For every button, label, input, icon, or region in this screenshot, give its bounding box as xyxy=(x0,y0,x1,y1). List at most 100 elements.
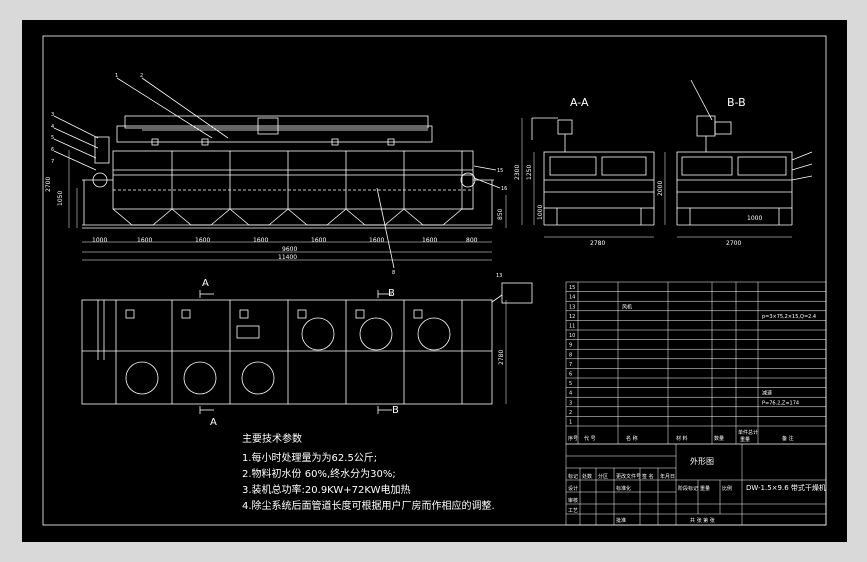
bb-width: 2700 xyxy=(726,240,741,247)
bom-cell-note: P=76.2,Z=174 xyxy=(762,400,799,406)
part-no-3: 3 xyxy=(51,112,54,118)
product-name: DW-1.5×9.6 带式干燥机 xyxy=(746,483,826,492)
bom-cell-no: 15 xyxy=(569,285,575,291)
tb-label-mark: 标记 xyxy=(568,473,578,480)
aa-dim-0: 2300 xyxy=(514,165,521,180)
cut-a-top: A xyxy=(202,278,209,289)
notes-title: 主要技术参数 xyxy=(242,432,302,445)
drawing-name: 外形图 xyxy=(690,456,714,466)
section-aa-view: A-A 2300 1250 1000 2780 xyxy=(514,96,655,247)
note-3: 3.装机总功率:20.9KW+72KW电加热 xyxy=(242,483,410,496)
tb-label-scale: 比例 xyxy=(722,485,732,492)
part-no-7: 7 xyxy=(51,159,54,165)
part-no-1: 1 xyxy=(115,73,118,79)
dim-bottom-7: 800 xyxy=(466,237,478,244)
aa-dim-2: 1000 xyxy=(537,205,544,220)
aa-width: 2780 xyxy=(590,240,605,247)
bom-cell-no: 7 xyxy=(569,362,572,368)
dim-bottom-2: 1600 xyxy=(195,237,210,244)
bom-h-note: 备 注 xyxy=(782,435,794,442)
bom-cell-no: 8 xyxy=(569,352,572,358)
tb-label-count: 处数 xyxy=(582,473,592,480)
part-no-6: 6 xyxy=(51,147,54,153)
tb-label-approve: 批准 xyxy=(616,517,626,524)
bom-cell-no: 11 xyxy=(569,324,575,330)
bb-dim-0: 2000 xyxy=(657,181,664,196)
tb-label-process: 工艺 xyxy=(568,508,578,514)
bom-table xyxy=(565,281,827,445)
note-1: 1.每小时处理量为为62.5公斤; xyxy=(242,451,377,464)
front-view: 1000 1600 1600 1600 1600 1600 1600 800 9… xyxy=(45,73,507,276)
part-no-4: 4 xyxy=(51,124,54,130)
bom-cell-no: 1 xyxy=(569,420,572,426)
bom-cell-no: 14 xyxy=(569,295,575,301)
dim-bottom-3: 1600 xyxy=(253,237,268,244)
bom-h-material: 材 料 xyxy=(676,435,688,442)
section-aa-title: A-A xyxy=(570,96,589,109)
plan-width: 2780 xyxy=(498,350,505,365)
bom-h-qty: 数量 xyxy=(714,435,724,442)
plan-tag: 13 xyxy=(496,273,502,279)
dim-height-2700: 2700 xyxy=(45,177,52,192)
part-no-2: 2 xyxy=(140,73,143,79)
section-bb-view: B-B 2000 1000 2700 xyxy=(657,79,813,247)
note-2: 2.物料初水份 60%,终水分为30%; xyxy=(242,467,396,480)
dim-height-1050: 1050 xyxy=(57,191,64,206)
bom-h-total: 总计 xyxy=(748,429,758,436)
dim-bottom-4: 1600 xyxy=(311,237,326,244)
cad-drawing: 1000 1600 1600 1600 1600 1600 1600 800 9… xyxy=(42,35,827,526)
tb-label-doc: 更改文件号 xyxy=(616,473,641,480)
bom-cell-no: 10 xyxy=(569,333,575,339)
bb-dim-1: 1000 xyxy=(747,215,762,222)
bom-h-no: 序号 xyxy=(568,435,578,442)
note-4: 4.除尘系统后面管道长度可根据用户厂房而作相应的调整. xyxy=(242,499,495,512)
cut-b-bottom: B xyxy=(392,405,399,416)
tb-label-sign: 签 名 xyxy=(642,473,654,480)
tb-label-review: 审核 xyxy=(568,497,578,504)
dim-bottom-0: 1000 xyxy=(92,237,107,244)
dust-collector xyxy=(501,282,533,304)
section-bb-title: B-B xyxy=(727,96,746,109)
bom-cell-note: p=3×75,2×15,Q=2.4 xyxy=(762,314,816,320)
dim-bottom-1: 1600 xyxy=(137,237,152,244)
dim-bottom-6: 1600 xyxy=(422,237,437,244)
tb-label-zone: 分区 xyxy=(598,473,608,480)
tb-label-std: 标准化 xyxy=(616,485,631,492)
part-no-5: 5 xyxy=(51,135,54,141)
aa-dim-1: 1250 xyxy=(526,165,533,180)
tb-label-sheets: 共 张 第 张 xyxy=(690,517,715,524)
bom-cell-no: 2 xyxy=(569,410,572,416)
bom-h-unit: 单件 xyxy=(738,429,748,436)
bom-cell-no: 4 xyxy=(569,391,572,397)
bom-h-code: 代 号 xyxy=(584,435,596,442)
inner-frame xyxy=(42,35,827,526)
bom-cell-no: 12 xyxy=(569,314,575,320)
dim-bottom-5: 1600 xyxy=(369,237,384,244)
tb-label-weight: 重量 xyxy=(700,485,710,492)
tb-label-design: 设计 xyxy=(568,485,578,492)
bom-cell-no: 3 xyxy=(569,400,572,406)
cut-a-bottom: A xyxy=(210,417,217,428)
bom-cell-no: 13 xyxy=(569,304,575,310)
cut-b-top: B xyxy=(388,288,395,299)
bom-cell-no: 9 xyxy=(569,343,572,349)
dim-overall-11400: 11400 xyxy=(278,254,297,261)
technical-notes: 主要技术参数 1.每小时处理量为为62.5公斤; 2.物料初水份 60%,终水分… xyxy=(242,432,495,512)
bom-h-name: 名 称 xyxy=(626,435,638,442)
tb-label-stage: 阶段标记 xyxy=(678,485,698,492)
part-no-16: 16 xyxy=(501,186,507,192)
bom-cell-name: 风机 xyxy=(622,303,632,310)
bom-cell-note: 减速 xyxy=(762,390,772,397)
part-no-8: 8 xyxy=(392,270,395,276)
part-no-15: 15 xyxy=(497,168,503,174)
tb-label-date: 年月日 xyxy=(660,473,675,480)
bom-cell-no: 6 xyxy=(569,372,572,378)
bom-cell-no: 5 xyxy=(569,381,572,387)
bom-h-weight: 重量 xyxy=(740,436,750,443)
dim-overall-9600: 9600 xyxy=(282,246,297,253)
plan-view: A B A B 2780 13 xyxy=(81,273,533,428)
drawing-sheet: 1000 1600 1600 1600 1600 1600 1600 800 9… xyxy=(22,20,847,542)
bom-header: 序号 代 号 名 称 数量 材 料 单件 总计 重量 备 注 xyxy=(568,429,794,443)
dim-height-850: 850 xyxy=(497,208,504,220)
